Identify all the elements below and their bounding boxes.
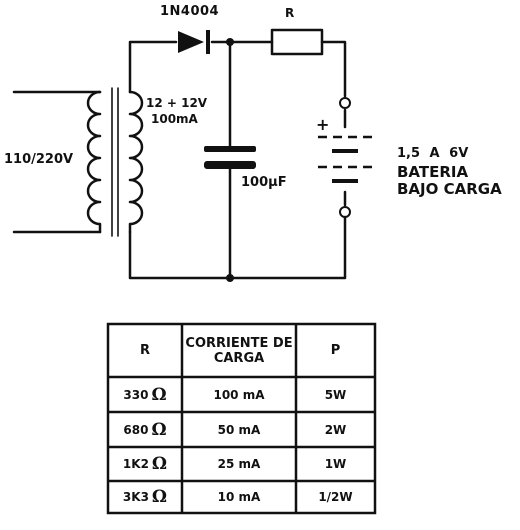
battery-spec-label: 1,5 A 6V [397,146,469,161]
table-row-power: 2W [324,422,347,437]
capacitor-plate-bottom [204,161,256,169]
ohm-symbol: Ω [151,487,168,507]
table-header-r: R [139,343,150,358]
primary-winding [86,90,102,234]
secondary-winding [128,90,144,234]
resistor-label: R [285,6,295,20]
battery-name-line2: BAJO CARGA [397,180,502,198]
table-grid [106,322,377,515]
resistance-value: 680 [123,422,149,437]
resistance-value: 330 [123,387,149,402]
junction-top [226,38,234,46]
table-row-current: 100 mA [213,387,265,402]
resistor-symbol [270,28,324,56]
battery-name-line1: BATERIA [397,163,469,181]
ohm-symbol: Ω [151,384,167,405]
table-row-power: 1/2W [318,490,353,504]
battery-terminal-negative [339,206,351,218]
junction-bottom [226,274,234,282]
table-row-power: 1W [324,457,347,471]
table-row-current: 50 mA [217,422,261,437]
wire-bottom [128,215,347,280]
ohm-symbol: Ω [151,419,167,440]
table-row-current: 25 mA [217,457,261,471]
resistance-value: 3K3 [122,490,149,504]
positive-sign-label: + [316,115,330,134]
secondary-current-label: 100mA [151,112,198,126]
battery-terminal-positive [339,97,351,109]
ohm-symbol: Ω [151,454,168,474]
wire-top-left [128,40,178,94]
table-row-current: 10 mA [217,490,261,504]
battery-cells [318,135,372,183]
secondary-voltage-label: 12 + 12V [146,96,208,110]
diode-symbol [178,31,204,53]
capacitor-value-label: 100µF [241,175,287,190]
table-header-current: CORRIENTE DE CARGA [185,335,293,366]
diode-label: 1N4004 [160,4,220,19]
input-voltage-label: 110/220V [4,152,74,167]
wire-top-right [320,40,347,98]
resistance-value: 1K2 [122,457,149,471]
capacitor-plate-top [204,146,256,152]
table-header-p: P [330,343,341,358]
table-row-power: 5W [324,387,347,402]
